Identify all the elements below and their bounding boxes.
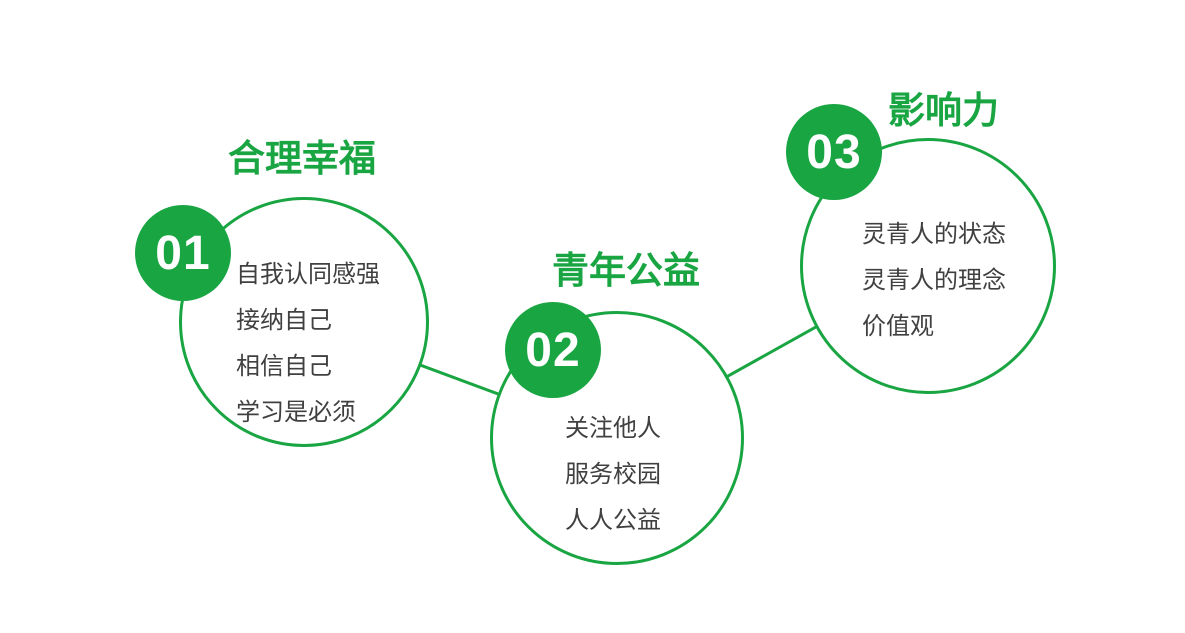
node-3-circle [800, 138, 1056, 394]
list-item: 自我认同感强 [236, 261, 380, 288]
list-item: 学习是必须 [236, 399, 356, 426]
list-item: 灵青人的状态 [862, 221, 1006, 248]
list-item: 服务校园 [565, 461, 661, 488]
node-2-number-badge: 02 [505, 302, 601, 398]
node-2-title: 青年公益 [552, 250, 700, 291]
node-1-number-badge: 01 [135, 205, 231, 301]
list-item: 灵青人的理念 [862, 267, 1006, 294]
node-3-number-badge: 03 [786, 104, 882, 200]
node-2-items: 关注他人 服务校园 人人公益 [565, 406, 661, 544]
node-1-title: 合理幸福 [228, 138, 376, 179]
list-item: 关注他人 [565, 415, 661, 442]
list-item: 人人公益 [565, 507, 661, 534]
list-item: 相信自己 [236, 353, 332, 380]
node-3-items: 灵青人的状态 灵青人的理念 价值观 [862, 212, 1006, 350]
list-item: 接纳自己 [236, 307, 332, 334]
list-item: 价值观 [862, 313, 934, 340]
node-1-items: 自我认同感强 接纳自己 相信自己 学习是必须 [236, 252, 380, 436]
node-3-title: 影响力 [888, 90, 999, 131]
